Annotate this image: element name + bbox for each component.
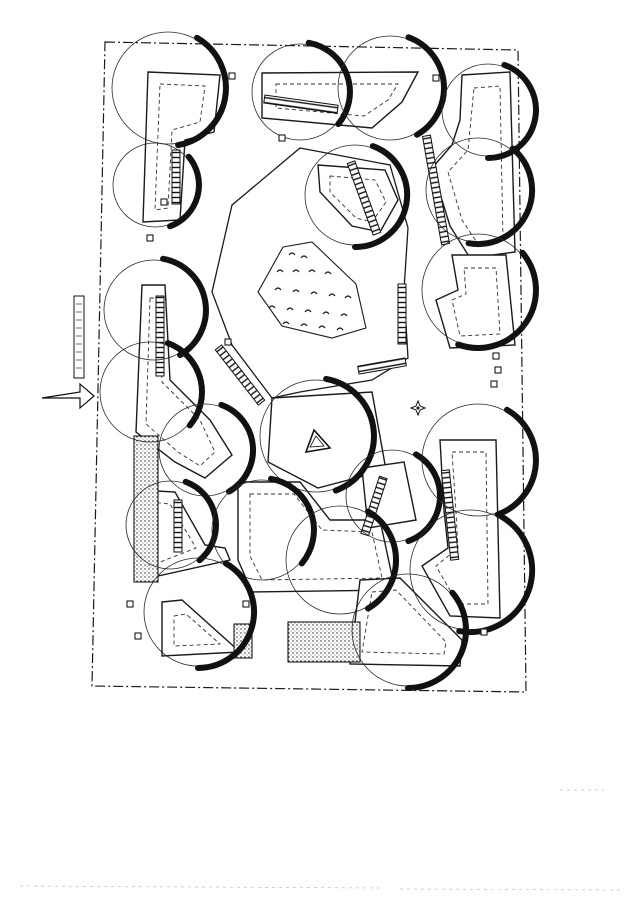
lamp-post bbox=[432, 74, 440, 82]
tree-canopy bbox=[337, 34, 447, 141]
tree-canopy bbox=[351, 573, 469, 691]
bench bbox=[171, 149, 181, 205]
bench bbox=[173, 499, 183, 553]
tree-canopy bbox=[143, 557, 257, 671]
lamp-post bbox=[160, 198, 168, 206]
lamp-post bbox=[126, 600, 134, 608]
entry-arrow-icon bbox=[41, 295, 95, 410]
seat bbox=[292, 269, 300, 273]
seat bbox=[282, 321, 290, 325]
tree-canopy bbox=[211, 475, 317, 581]
tree-canopy bbox=[421, 403, 539, 518]
tree-canopy bbox=[125, 478, 219, 570]
tree-canopy bbox=[441, 61, 539, 161]
bench bbox=[214, 344, 266, 406]
seat bbox=[318, 325, 326, 329]
tree-canopy bbox=[112, 142, 202, 230]
bench bbox=[155, 295, 165, 377]
tree-canopy bbox=[251, 39, 353, 141]
planting-bed bbox=[431, 71, 516, 259]
lamp-post bbox=[490, 380, 498, 388]
seat bbox=[268, 305, 276, 309]
lamp-post bbox=[494, 366, 502, 374]
lamp-post bbox=[242, 600, 250, 608]
bench bbox=[357, 357, 407, 375]
tree-canopy bbox=[111, 31, 229, 149]
tree-canopy bbox=[259, 375, 377, 494]
tree-canopy bbox=[421, 233, 539, 351]
planting-bed bbox=[421, 439, 501, 619]
seat bbox=[328, 293, 336, 297]
lamp-post bbox=[492, 352, 500, 360]
hedge bbox=[133, 435, 159, 583]
seat bbox=[304, 309, 312, 313]
bench bbox=[440, 469, 460, 561]
lamp-post bbox=[146, 234, 154, 242]
lamp-post bbox=[134, 632, 142, 640]
north-arrow-icon bbox=[409, 399, 427, 417]
hedge bbox=[287, 621, 361, 663]
seat bbox=[276, 269, 284, 273]
planting-bed bbox=[435, 254, 516, 349]
lamp-posts bbox=[126, 72, 502, 640]
seat bbox=[286, 307, 294, 311]
seat bbox=[300, 255, 308, 259]
seating-points bbox=[268, 252, 352, 331]
lamp-post bbox=[278, 134, 286, 142]
seat bbox=[322, 311, 330, 315]
tree-canopy bbox=[99, 340, 205, 443]
bench bbox=[263, 94, 339, 114]
lamp-post bbox=[224, 338, 232, 346]
tree-canopy bbox=[103, 255, 209, 361]
benches bbox=[155, 94, 460, 561]
seat bbox=[288, 252, 296, 256]
seating-area bbox=[257, 241, 367, 339]
bench bbox=[346, 160, 382, 236]
seat bbox=[300, 323, 308, 327]
bench bbox=[397, 283, 407, 345]
site-boundary bbox=[91, 41, 527, 693]
tree-canopies bbox=[99, 31, 539, 691]
planting-bed bbox=[261, 71, 420, 129]
lamp-post bbox=[228, 72, 236, 80]
tree-canopy bbox=[285, 505, 399, 615]
lamp-post bbox=[480, 628, 488, 636]
seat bbox=[344, 295, 352, 299]
seat bbox=[336, 327, 344, 331]
seat bbox=[308, 269, 316, 273]
seat bbox=[340, 313, 348, 317]
seat bbox=[292, 289, 300, 293]
seat bbox=[274, 287, 282, 291]
seat bbox=[324, 271, 332, 275]
tree-canopy bbox=[304, 143, 411, 251]
tree-canopy bbox=[425, 137, 536, 247]
bench bbox=[360, 475, 388, 537]
seat bbox=[310, 291, 318, 295]
